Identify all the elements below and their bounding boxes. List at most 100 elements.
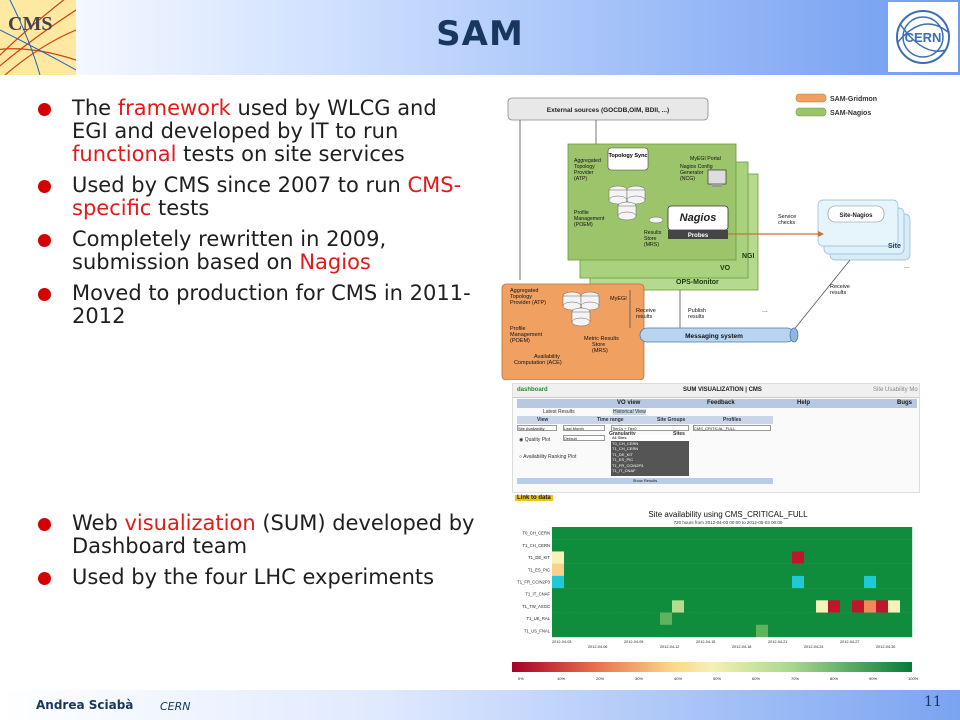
heatmap-cell	[828, 612, 841, 625]
site-option[interactable]: T1_IT_CNAF	[612, 468, 636, 473]
latest-results-tab[interactable]: Latest Results	[543, 409, 575, 415]
heatmap-cell	[852, 527, 865, 540]
heatmap-cell	[804, 563, 817, 577]
time-range-select[interactable]: Last Month	[563, 425, 605, 431]
quality-plot-radio[interactable]: ◉ Quality Plot	[519, 437, 551, 443]
heatmap-cell	[672, 600, 685, 613]
site-option[interactable]: T1_CH_CERN	[612, 446, 639, 451]
heatmap-cell	[624, 600, 637, 613]
heatmap-cell	[564, 551, 577, 564]
heatmap-cell	[720, 563, 733, 577]
heatmap-cell	[768, 624, 781, 638]
colorbar	[512, 662, 912, 672]
vo-label: VO	[720, 265, 731, 272]
bullet-dot-icon	[38, 288, 51, 301]
view-select[interactable]: Site Availability	[517, 425, 557, 431]
site-option[interactable]: All Sites	[611, 435, 689, 441]
historical-view-tab[interactable]: Historical View	[613, 409, 646, 415]
bullet-text: tests on site services	[176, 142, 405, 166]
bullet-item: Used by the four LHC experiments	[38, 566, 478, 589]
heatmap-cell	[756, 539, 769, 552]
heatmap-cell	[732, 612, 745, 625]
heatmap-cell	[852, 563, 865, 577]
help-menu[interactable]: Help	[797, 400, 811, 406]
heatmap-cell	[576, 624, 589, 638]
row-label: T1_FR_CCIN2P3	[517, 580, 550, 585]
heatmap-cell	[732, 575, 745, 589]
profiles-select[interactable]: CMS_CRITICAL_FULL	[693, 425, 771, 431]
heatmap-cell	[672, 539, 685, 552]
x-tick-label: 2012-04-12	[660, 645, 679, 649]
heatmap-cell	[840, 551, 853, 564]
heatmap-cell	[876, 600, 889, 613]
heatmap-cell	[888, 539, 901, 552]
heatmap-cell	[564, 575, 577, 589]
heatmap-cell	[768, 588, 781, 601]
row-label: T1_DE_KIT	[528, 555, 550, 560]
heatmap-cell	[672, 551, 685, 564]
heatmap-cell	[684, 527, 697, 540]
site-option[interactable]: T1_FR_CCIN2P3	[612, 462, 644, 468]
heatmap-cell	[768, 539, 781, 552]
heatmap-cell	[624, 539, 637, 552]
heatmap-cell	[780, 575, 793, 589]
row-label: T1_US_FNAL	[524, 628, 551, 633]
heatmap-cell	[840, 575, 853, 589]
bullet-item: Used by CMS since 2007 to run CMS-specif…	[38, 174, 478, 220]
feedback-menu[interactable]: Feedback	[707, 400, 735, 406]
heatmap-cell	[720, 624, 733, 638]
heatmap-cell	[660, 575, 673, 589]
heatmap-cell	[756, 600, 769, 613]
colorbar-tick-label: 90%	[869, 676, 877, 681]
heatmap-cell	[888, 600, 901, 613]
heatmap-cell	[684, 575, 697, 589]
heatmap-cell	[588, 612, 601, 625]
heatmap-cell	[684, 563, 697, 577]
heatmap-cell	[552, 612, 565, 625]
heatmap-cell	[828, 527, 841, 540]
link-to-data[interactable]: Link to data	[515, 495, 553, 501]
heatmap-cell	[648, 563, 661, 577]
heatmap-cell	[612, 588, 625, 601]
site-groups-select[interactable]: Tier1s + Tier0	[611, 425, 689, 431]
colorbar-tick-label: 80%	[830, 676, 838, 681]
site-option[interactable]: T0_CH_CERN	[612, 440, 639, 446]
bullet-list-top: The framework used by WLCG and EGI and d…	[38, 97, 478, 336]
heatmap-cell	[792, 588, 805, 601]
heatmap-cell	[900, 600, 913, 613]
heatmap-cell	[552, 624, 565, 638]
bugs-menu[interactable]: Bugs	[897, 400, 912, 406]
heatmap-cell	[816, 624, 829, 638]
bullet-dot-icon	[38, 518, 51, 531]
site-option[interactable]: T1_ES_PIC	[612, 457, 634, 462]
heatmap-cell	[648, 527, 661, 540]
heatmap-cell	[804, 527, 817, 540]
heatmap-cell	[792, 575, 805, 589]
heatmap-cell	[888, 575, 901, 589]
granularity-select[interactable]: Default	[563, 435, 605, 441]
heatmap-cell	[648, 575, 661, 589]
bullet-text: Used by the four LHC experiments	[72, 565, 435, 589]
heatmap-cell	[576, 600, 589, 613]
x-tick-label: 2012-04-06	[588, 645, 607, 649]
heatmap-cell	[900, 539, 913, 552]
show-results-button[interactable]: Show Results	[517, 478, 773, 484]
heatmap-cell	[744, 588, 757, 601]
heatmap-cell	[612, 551, 625, 564]
heatmap-cell	[552, 527, 565, 540]
heatmap-cell	[888, 612, 901, 625]
heatmap-cell	[684, 551, 697, 564]
site-option[interactable]: T1_DE_KIT	[612, 451, 633, 457]
heatmap-cell	[624, 624, 637, 638]
heatmap-cell	[900, 563, 913, 577]
ranking-plot-radio[interactable]: ○ Availability Ranking Plot	[519, 454, 577, 460]
heatmap-cell	[816, 588, 829, 601]
heatmap-cell	[624, 551, 637, 564]
heatmap-cell	[636, 551, 649, 564]
heatmap-cell	[744, 612, 757, 625]
heatmap-cell	[768, 527, 781, 540]
heatmap-cell	[900, 527, 913, 540]
